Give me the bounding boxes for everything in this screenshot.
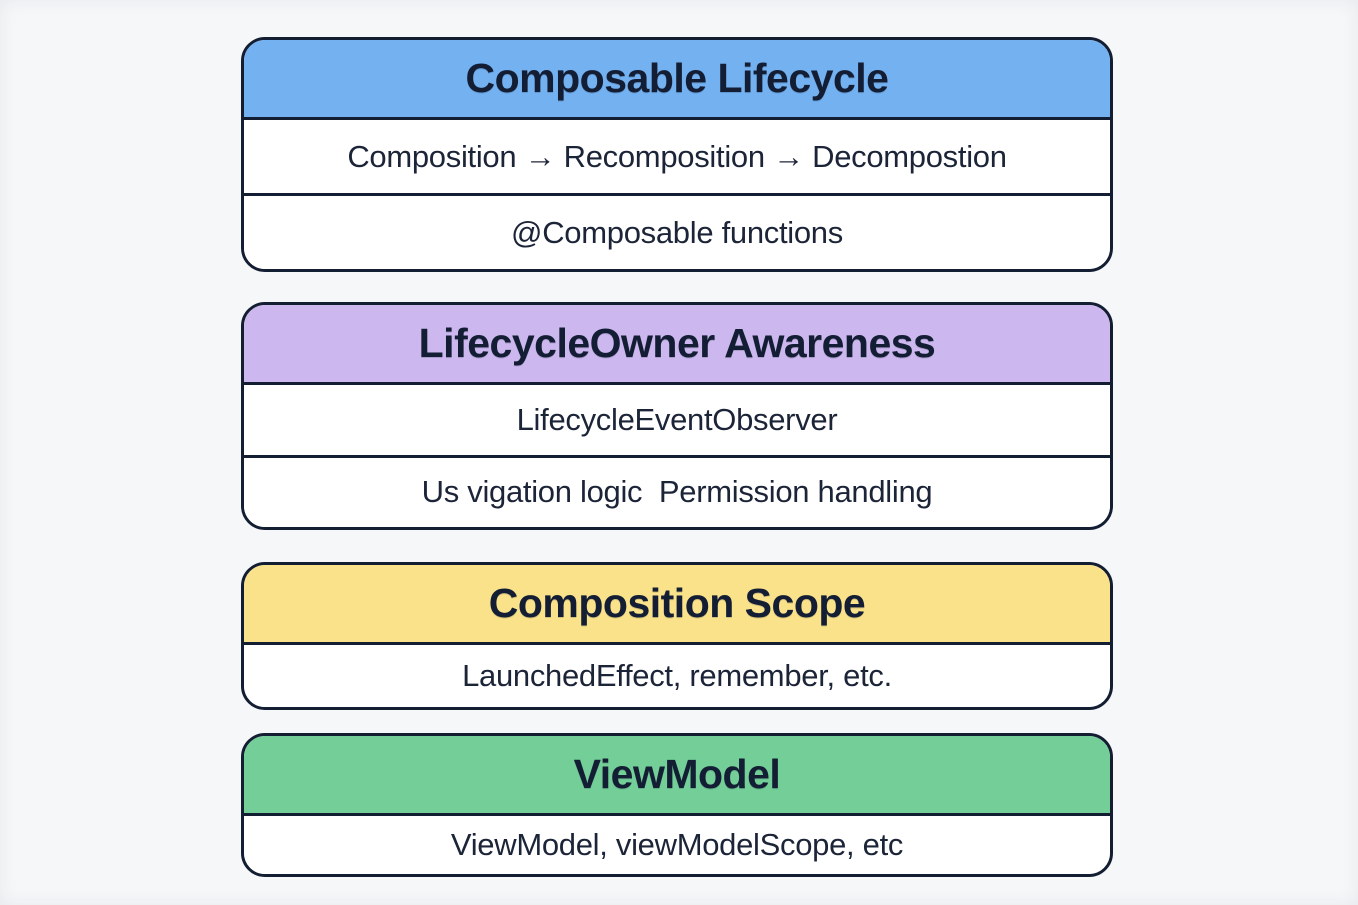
card-row: @Composable functions	[244, 193, 1110, 269]
row-text: @Composable functions	[511, 214, 843, 250]
row-text: ViewModel, viewModelScope, etc	[450, 827, 904, 862]
row-text: Us vigation logic Permission handling	[421, 474, 933, 510]
card-title: LifecycleOwner Awareness	[418, 320, 936, 366]
row-text: LifecycleEventObserver	[516, 401, 838, 437]
card-lifecycleowner-awareness: LifecycleOwner Awareness LifecycleEventO…	[241, 302, 1113, 530]
card-header-composition-scope: Composition Scope	[244, 565, 1110, 642]
card-viewmodel: ViewModel ViewModel, viewModelScope, etc	[241, 733, 1113, 877]
row-text: LaunchedEffect, remember, etc.	[462, 658, 892, 693]
card-row: LaunchedEffect, remember, etc.	[244, 642, 1110, 707]
card-header-composable-lifecycle: Composable Lifecycle	[244, 40, 1110, 117]
card-row: Composition → Recomposition → Decomposti…	[244, 117, 1110, 193]
card-title: Composition Scope	[488, 580, 866, 626]
card-header-viewmodel: ViewModel	[244, 736, 1110, 813]
card-composable-lifecycle: Composable Lifecycle Composition → Recom…	[241, 37, 1113, 272]
card-composition-scope: Composition Scope LaunchedEffect, rememb…	[241, 562, 1113, 710]
card-title: Composable Lifecycle	[465, 55, 889, 101]
row-text: Composition → Recomposition → Decomposti…	[347, 138, 1007, 174]
card-header-lifecycleowner-awareness: LifecycleOwner Awareness	[244, 305, 1110, 382]
card-row: ViewModel, viewModelScope, etc	[244, 813, 1110, 874]
card-row: LifecycleEventObserver	[244, 382, 1110, 455]
card-title: ViewModel	[573, 751, 781, 797]
card-row: Us vigation logic Permission handling	[244, 454, 1110, 527]
